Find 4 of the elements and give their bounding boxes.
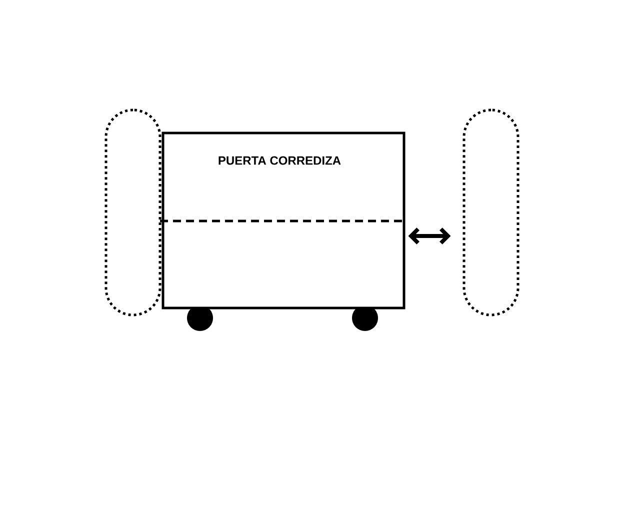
dotted-capsule [462, 108, 520, 316]
box: PUERTA CORREDIZA [160, 132, 406, 310]
dotted-capsule [104, 108, 162, 316]
double-arrow [408, 228, 451, 244]
